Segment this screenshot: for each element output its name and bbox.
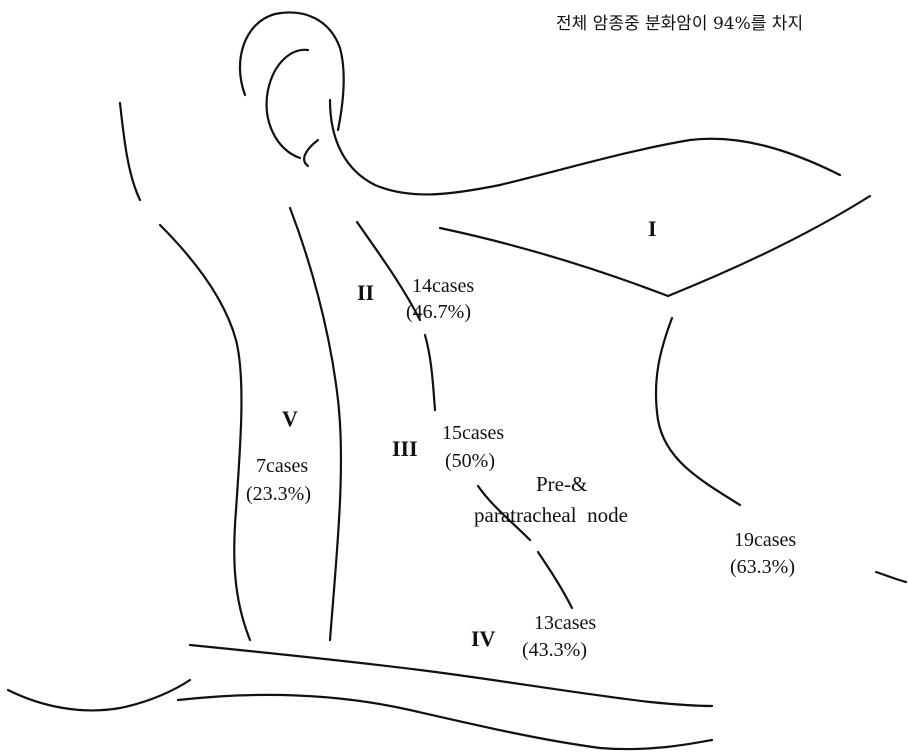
jugular-line-mid xyxy=(425,335,435,410)
paratracheal-percent: (63.3%) xyxy=(730,557,795,577)
paratracheal-label-line1: Pre-& xyxy=(536,474,587,495)
paratracheal-count: 19cases xyxy=(734,530,796,550)
clavicle-lower-border xyxy=(178,695,712,749)
ear-lobe-contour xyxy=(304,140,318,166)
face-jaw-contour xyxy=(330,100,840,194)
level-iv-label: IV xyxy=(471,628,495,650)
clavicle-upper-border xyxy=(190,645,712,706)
level-v-percent: (23.3%) xyxy=(246,484,311,504)
paratracheal-label-line2: paratracheal node xyxy=(474,505,628,526)
shoulder-contour xyxy=(8,680,190,710)
level-ii-count: 14cases xyxy=(412,276,474,296)
level-i-label: I xyxy=(648,218,657,240)
posterior-neck-contour xyxy=(160,225,250,640)
figure-caption: 전체 암종중 분화암이 94%를 차지 xyxy=(556,16,803,33)
level-iv-percent: (43.3%) xyxy=(522,640,587,660)
level-v-count: 7cases xyxy=(256,456,308,476)
level-ii-label: II xyxy=(357,282,374,304)
level-iii-label: III xyxy=(392,438,418,460)
level-iii-count: 15cases xyxy=(442,423,504,443)
level-v-label: V xyxy=(282,408,298,430)
level-iv-count: 13cases xyxy=(534,613,596,633)
tracheal-boundary xyxy=(656,318,740,505)
lower-right-tick xyxy=(876,572,906,582)
posterior-head-contour xyxy=(120,103,140,200)
ear-inner-contour xyxy=(267,50,308,158)
jugular-line-bottom xyxy=(538,552,572,608)
level-iii-percent: (50%) xyxy=(445,451,495,471)
submandibular-line xyxy=(668,196,870,296)
level-ii-percent: (46.7%) xyxy=(406,302,471,322)
ear-outer-contour xyxy=(240,12,344,130)
